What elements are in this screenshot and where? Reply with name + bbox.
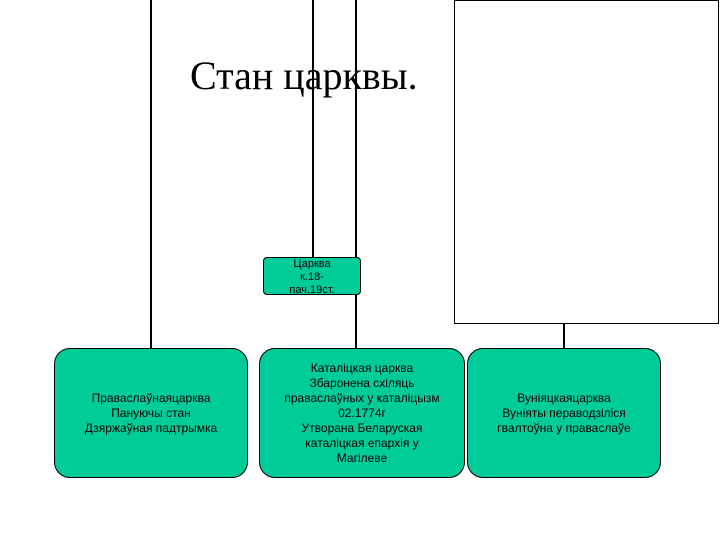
node-line: Пануючы стан <box>111 405 191 420</box>
node-line: 02.1774г <box>338 405 386 420</box>
connector-root-vertical <box>312 0 314 258</box>
page-title: Стан царквы. <box>190 53 418 98</box>
orthodox-church-node: Праваслаўнаяцарква Пануючы стан Дзяржаўн… <box>54 348 248 478</box>
node-line: Каталіцкая царква <box>310 360 414 375</box>
node-line: Дзяржаўная падтрымка <box>84 420 218 435</box>
connector-left-vertical <box>150 0 152 350</box>
root-node: Царква к.18- пач.19ст. <box>263 257 361 296</box>
node-line: гвалтоўна у праваслаўе <box>497 420 631 435</box>
blank-panel <box>454 0 719 324</box>
node-line: Збаронена схіляць <box>309 375 415 390</box>
root-line: пач.19ст. <box>289 284 335 296</box>
node-line: Утворана Беларуская <box>301 420 423 435</box>
node-line: Магілеве <box>336 450 388 465</box>
connector-center-vertical <box>355 0 357 350</box>
node-line: каталіцкая епархія у <box>305 435 419 450</box>
root-line: Царква <box>293 258 331 270</box>
connector-right-vertical <box>563 323 565 350</box>
node-line: Вуніяцкаяцарква <box>517 390 611 405</box>
catholic-church-node: Каталіцкая царква Збаронена схіляць прав… <box>259 348 465 478</box>
node-line: Праваслаўнаяцарква <box>91 390 211 405</box>
uniate-church-node: Вуніяцкаяцарква Вуніяты пераводзіліся гв… <box>467 348 661 478</box>
root-line: к.18- <box>300 271 324 283</box>
node-line: праваслаўных у каталіцызм <box>284 390 440 405</box>
node-line: Вуніяты пераводзіліся <box>502 405 626 420</box>
